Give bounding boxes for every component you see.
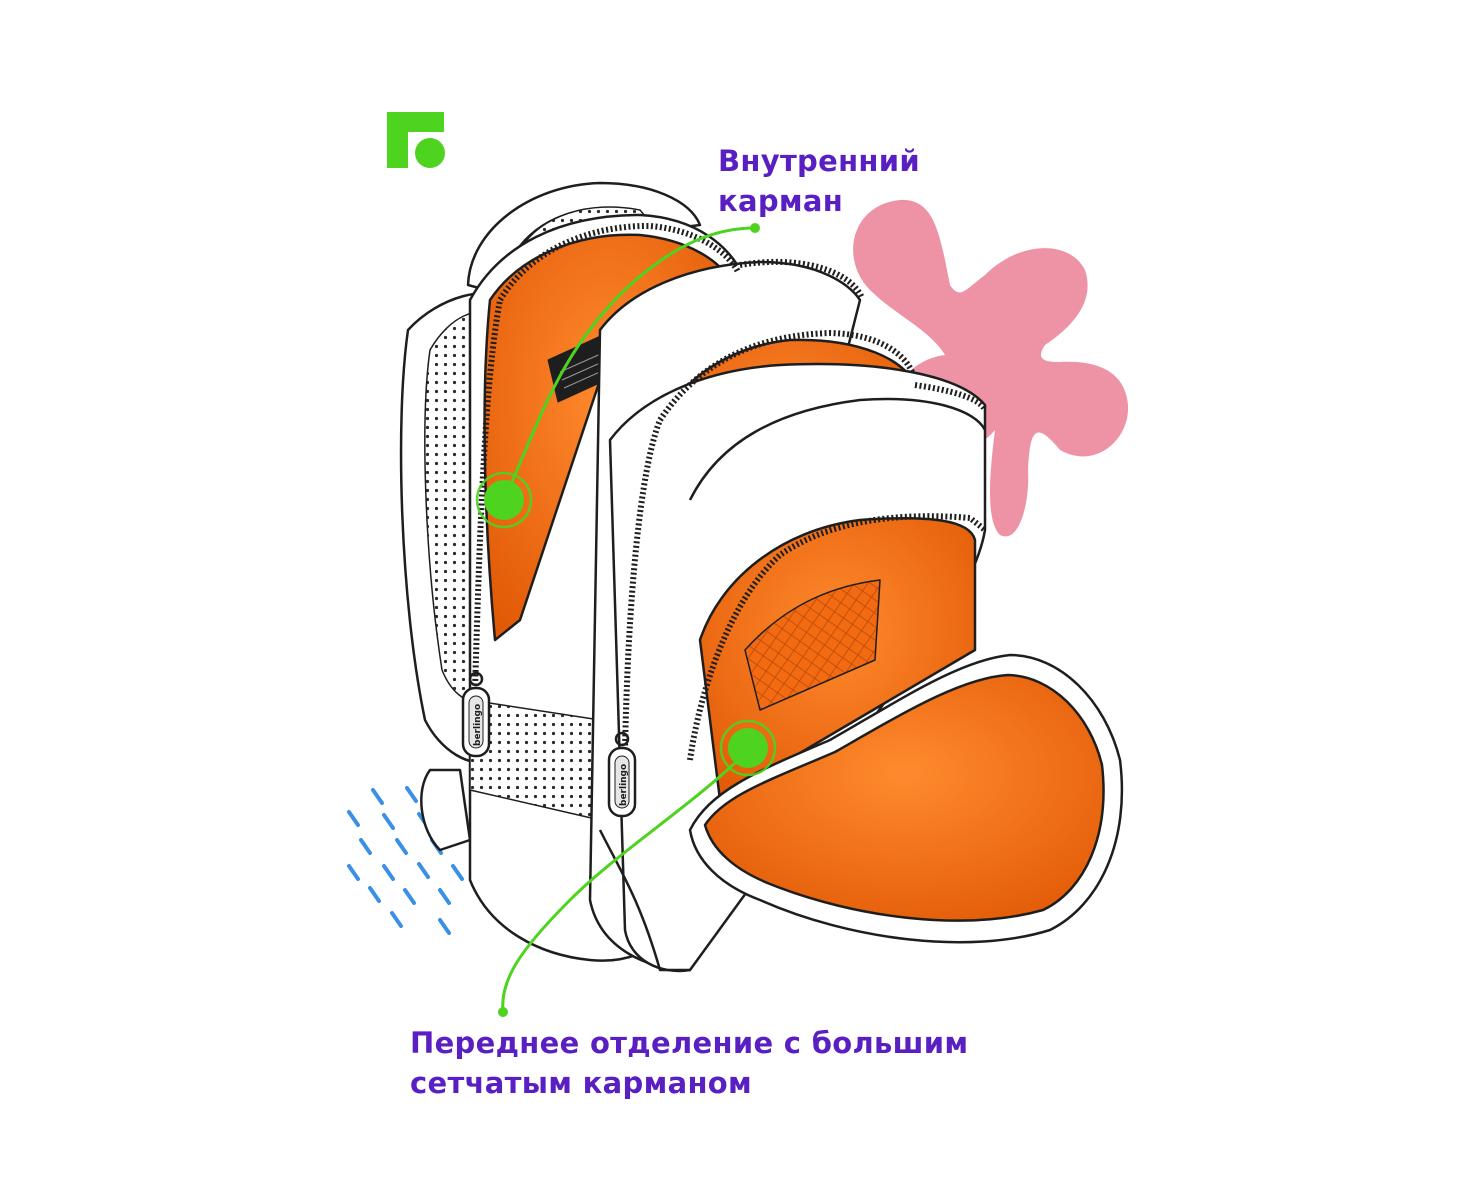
callout-lines bbox=[501, 226, 756, 1013]
callout-front-line2: сетчатым карманом bbox=[410, 1066, 753, 1100]
zipper-tag-text: berlingo bbox=[473, 704, 483, 746]
berlingo-logo-icon bbox=[387, 112, 445, 168]
backpack-illustration bbox=[399, 181, 1124, 973]
callout-marker-inner-pocket bbox=[475, 471, 533, 529]
callout-line-front-compartment bbox=[501, 748, 750, 1013]
callout-label-front-compartment: Переднее отделение с большим сетчатым ка… bbox=[410, 1023, 968, 1103]
mesh-pocket bbox=[744, 579, 881, 711]
callout-inner-line2: карман bbox=[718, 184, 844, 218]
callout-dot-front-end bbox=[498, 1007, 508, 1017]
callout-front-line1: Переднее отделение с большим bbox=[410, 1026, 969, 1060]
callout-dot-inner-end bbox=[750, 223, 760, 233]
callout-inner-line1: Внутренний bbox=[718, 144, 920, 178]
callout-label-inner-pocket: Внутренний карман bbox=[718, 141, 920, 221]
callout-marker-front-compartment bbox=[719, 719, 777, 777]
zipper-tag-text: berlingo bbox=[619, 764, 629, 806]
zipper-pull-right: berlingo bbox=[607, 731, 637, 818]
pink-flower-decoration bbox=[853, 199, 1129, 537]
callout-line-inner-pocket bbox=[502, 226, 756, 501]
zipper-pull-left: berlingo bbox=[461, 671, 491, 758]
